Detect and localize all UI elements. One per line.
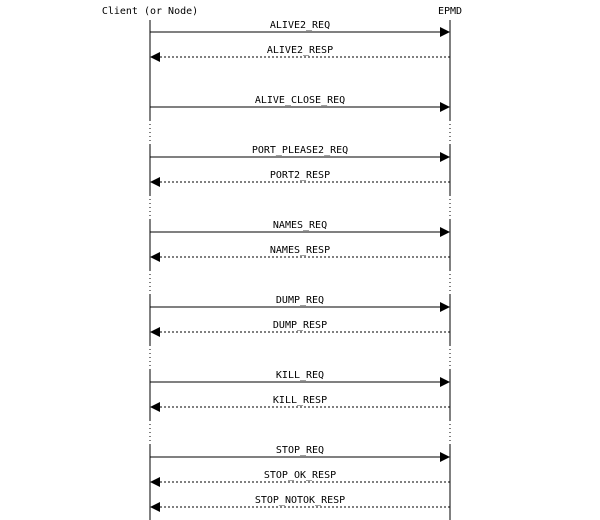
message-label: STOP_NOTOK_RESP (255, 495, 345, 506)
message-label: ALIVE2_RESP (267, 45, 333, 56)
message-label: STOP_REQ (276, 445, 324, 456)
arrowhead-icon (440, 377, 450, 387)
message-label: NAMES_REQ (273, 220, 327, 231)
message-alive2-resp: ALIVE2_RESP (150, 45, 450, 62)
message-stop-req: STOP_REQ (150, 445, 450, 462)
message-alive-close-req: ALIVE_CLOSE_REQ (150, 95, 450, 112)
message-kill-resp: KILL_RESP (150, 395, 450, 412)
arrowhead-icon (440, 102, 450, 112)
arrowhead-icon (440, 302, 450, 312)
message-names-resp: NAMES_RESP (150, 245, 450, 262)
message-label: ALIVE_CLOSE_REQ (255, 95, 345, 106)
arrowhead-icon (150, 52, 160, 62)
message-label: KILL_RESP (273, 395, 327, 406)
message-dump-resp: DUMP_RESP (150, 320, 450, 337)
message-port2-resp: PORT2_RESP (150, 170, 450, 187)
arrowhead-icon (150, 327, 160, 337)
arrowhead-icon (440, 152, 450, 162)
message-label: DUMP_REQ (276, 295, 324, 306)
message-label: NAMES_RESP (270, 245, 330, 256)
arrowhead-icon (150, 402, 160, 412)
arrowhead-icon (150, 502, 160, 512)
participant-epmd-label: EPMD (438, 6, 462, 17)
arrowhead-icon (440, 27, 450, 37)
message-port-please2-req: PORT_PLEASE2_REQ (150, 145, 450, 162)
arrowhead-icon (150, 177, 160, 187)
participant-client-label: Client (or Node) (102, 6, 198, 17)
message-stop-notok-resp: STOP_NOTOK_RESP (150, 495, 450, 512)
message-dump-req: DUMP_REQ (150, 295, 450, 312)
message-names-req: NAMES_REQ (150, 220, 450, 237)
message-label: ALIVE2_REQ (270, 20, 330, 31)
message-alive2-req: ALIVE2_REQ (150, 20, 450, 37)
arrowhead-icon (150, 252, 160, 262)
message-kill-req: KILL_REQ (150, 370, 450, 387)
message-label: PORT2_RESP (270, 170, 330, 181)
message-label: PORT_PLEASE2_REQ (252, 145, 348, 156)
arrowhead-icon (440, 452, 450, 462)
message-label: KILL_REQ (276, 370, 324, 381)
message-label: STOP_OK_RESP (264, 470, 336, 481)
message-stop-ok-resp: STOP_OK_RESP (150, 470, 450, 487)
arrowhead-icon (150, 477, 160, 487)
message-label: DUMP_RESP (273, 320, 327, 331)
messages: ALIVE2_REQ ALIVE2_RESP ALIVE_CLOSE_REQ PORT… (150, 20, 450, 512)
arrowhead-icon (440, 227, 450, 237)
